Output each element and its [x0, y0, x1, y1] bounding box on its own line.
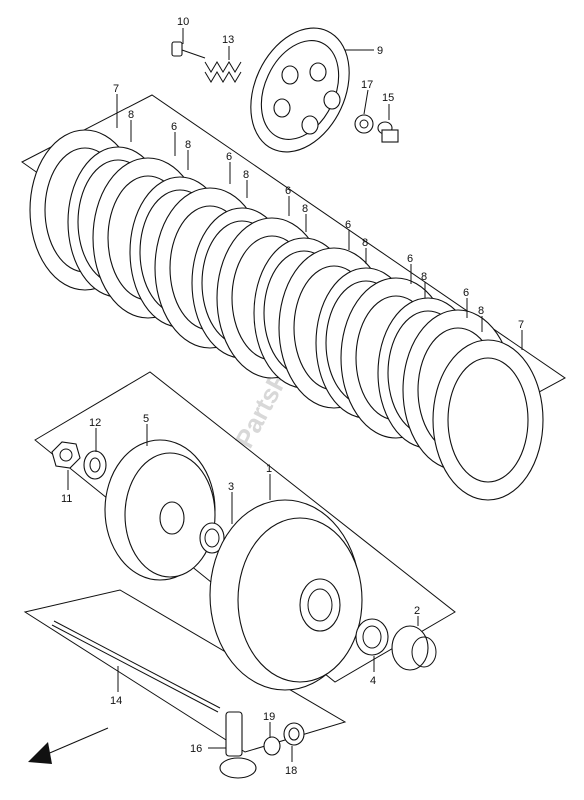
callout-16: 16	[190, 743, 202, 755]
bearing	[354, 114, 374, 134]
callout-labels: 10 13 9 17 15 7 8 6 8 6 8 6 8 6 8 6 8 6 …	[61, 16, 524, 777]
callout-4: 4	[370, 675, 376, 687]
spring	[204, 61, 242, 83]
clutch-plates	[29, 129, 544, 501]
oil-seal	[263, 736, 281, 756]
callout-8-4: 8	[302, 203, 308, 215]
callout-8-3: 8	[243, 169, 249, 181]
callout-13: 13	[222, 34, 234, 46]
callout-8-5: 8	[362, 237, 368, 249]
callout-6-3: 6	[285, 185, 291, 197]
callout-6-5: 6	[407, 253, 413, 265]
callout-8-2: 8	[185, 139, 191, 151]
callout-8-7: 8	[478, 305, 484, 317]
callout-5: 5	[143, 413, 149, 425]
rod-outline	[23, 589, 347, 753]
pressure-plate	[250, 27, 350, 153]
callout-6-6: 6	[463, 287, 469, 299]
spacer	[391, 625, 437, 671]
callout-19: 19	[263, 711, 275, 723]
bolt	[171, 41, 206, 59]
pin	[377, 121, 399, 143]
callout-9: 9	[377, 45, 383, 57]
callout-17: 17	[361, 79, 373, 91]
thrust-washer	[199, 522, 225, 554]
nut	[51, 441, 81, 469]
front-arrow	[28, 727, 109, 764]
callout-15: 15	[382, 92, 394, 104]
callout-3: 3	[228, 481, 234, 493]
callout-2: 2	[414, 605, 420, 617]
release-bearing	[283, 722, 305, 746]
clutch-housing	[209, 499, 363, 691]
callout-8-1: 8	[128, 109, 134, 121]
callout-10: 10	[177, 16, 189, 28]
washer	[83, 450, 107, 480]
callout-11: 11	[61, 493, 72, 505]
callout-6-4: 6	[345, 219, 351, 231]
callout-6-2: 6	[226, 151, 232, 163]
push-rod	[51, 624, 219, 713]
leader-lines	[67, 28, 523, 762]
callout-6-1: 6	[171, 121, 177, 133]
callout-7-bottom: 7	[518, 319, 524, 331]
callout-7-top: 7	[113, 83, 119, 95]
release-arm	[219, 711, 257, 779]
callout-12: 12	[89, 417, 101, 429]
sleeve-hub	[104, 439, 216, 581]
needle-bearing	[355, 618, 389, 656]
callout-1: 1	[266, 463, 272, 475]
callout-8-6: 8	[421, 271, 427, 283]
callout-14: 14	[110, 695, 122, 707]
callout-18: 18	[285, 765, 297, 777]
